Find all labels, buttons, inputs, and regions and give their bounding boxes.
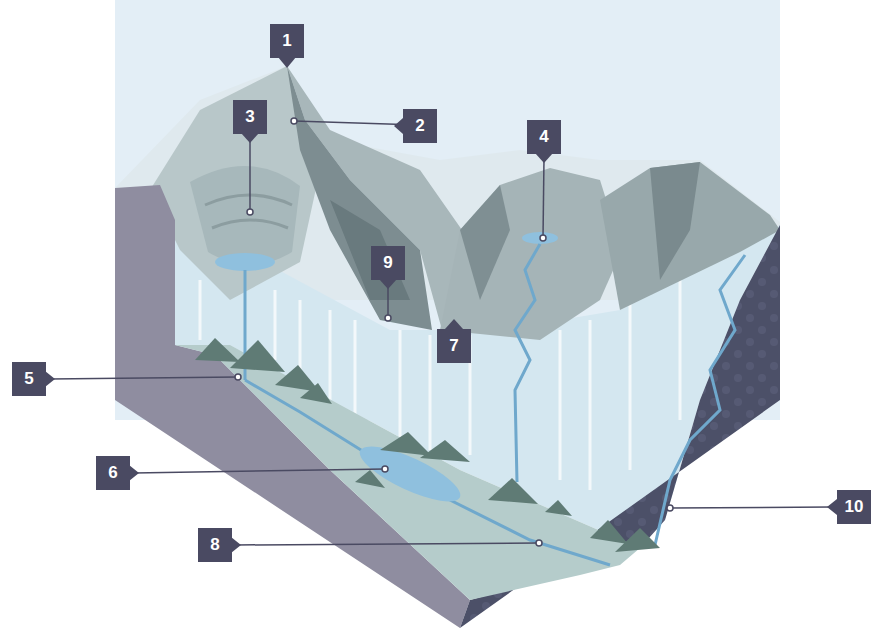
stream (655, 255, 745, 545)
leader-dot (235, 374, 241, 380)
moraine (380, 432, 432, 456)
leader-line (236, 543, 539, 545)
callout-pointer (278, 57, 296, 68)
callout-pointer (45, 371, 55, 387)
corrie-ridge (212, 220, 288, 228)
corrie-ridge (205, 195, 292, 205)
leader-line (387, 284, 389, 318)
leader-dot (540, 235, 546, 241)
rock-shadow (460, 185, 510, 300)
ice-streak (354, 320, 357, 420)
ice-streak (274, 290, 277, 360)
corrie-bowl (190, 166, 300, 265)
moraine (230, 340, 285, 372)
leader-dot (382, 466, 388, 472)
callout-number: 9 (371, 246, 405, 280)
arete-ridge (287, 66, 432, 330)
leader-lines (50, 118, 832, 546)
callout-pointer (535, 153, 553, 163)
streams (245, 244, 745, 565)
moraine (300, 383, 332, 404)
moraine (590, 520, 628, 544)
leader-dot (667, 505, 673, 511)
leader-line (134, 469, 385, 473)
leader-line (670, 507, 832, 508)
callout-number: 2 (403, 109, 437, 143)
aretes-face (287, 66, 462, 330)
leader-dot (291, 118, 297, 124)
sky (115, 0, 780, 420)
leader-dot (385, 315, 391, 321)
ice-streak (399, 330, 402, 440)
moraine (355, 470, 385, 488)
ice-streak (329, 310, 332, 400)
moraine (488, 478, 538, 504)
ice-streak (429, 335, 432, 450)
hanging-valley-mountain (440, 168, 622, 340)
rock-shadow (330, 200, 410, 300)
moraine (545, 500, 572, 516)
callout-number: 4 (527, 120, 561, 154)
callout-number: 3 (233, 100, 267, 134)
ice-streak (589, 320, 592, 490)
callout-number: 7 (437, 329, 471, 363)
callout-pointer (231, 537, 241, 553)
ice-streak (679, 280, 682, 420)
callout-pointer (394, 118, 403, 134)
moraine (195, 338, 240, 362)
tarn (522, 232, 558, 244)
valley-floor (175, 345, 640, 600)
moraine (615, 528, 660, 552)
stream (515, 244, 540, 482)
ice-streak (199, 280, 202, 340)
callout-pointers (45, 57, 837, 553)
callout-number: 1 (270, 24, 304, 58)
callout-number: 5 (12, 362, 46, 396)
callout-number: 10 (837, 490, 871, 524)
moraine (420, 440, 470, 462)
tarn (215, 253, 275, 271)
river (245, 380, 610, 565)
leader-line (50, 377, 238, 379)
callout-pointer (445, 319, 463, 329)
leader-line (249, 140, 251, 212)
leader-dot (536, 540, 542, 546)
callout-pointer (379, 279, 397, 289)
callout-number: 6 (96, 456, 130, 490)
callout-pointer (241, 133, 259, 143)
ice-streak (559, 330, 562, 480)
moraines (195, 338, 660, 552)
callout-pointer (827, 499, 837, 515)
leader-line (543, 158, 544, 238)
callout-pointer (129, 465, 139, 481)
ice-streak (629, 300, 632, 470)
rock-shadow (650, 162, 700, 280)
leader-dot (247, 209, 253, 215)
callout-number: 8 (198, 528, 232, 562)
